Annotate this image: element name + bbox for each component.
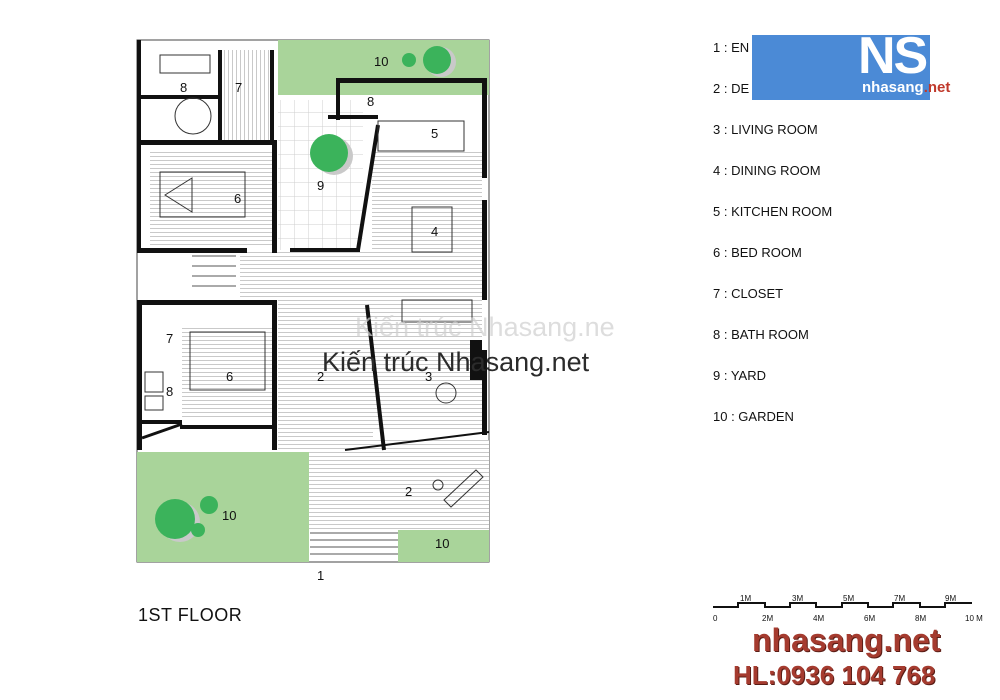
room-label-6-top: 6 [234, 191, 241, 206]
terrace-edge [344, 431, 490, 451]
tree-yard [310, 134, 348, 172]
hall-floor [278, 300, 373, 450]
room-label-3: 3 [425, 369, 432, 384]
yard-floor [278, 100, 363, 250]
brand-logo-box [752, 35, 930, 100]
scale-label-3m: 3M [792, 594, 804, 603]
room-label-6-bottom: 6 [226, 369, 233, 384]
tree-garden-2 [200, 496, 218, 514]
brand-logo-letters: NS [858, 27, 928, 85]
tree-garden-3 [191, 523, 205, 537]
scale-bar [713, 602, 972, 608]
legend-item-7: 7 : CLOSET [713, 286, 784, 301]
bedroom-6-bottom-floor [182, 328, 272, 420]
room-label-7-top: 7 [235, 80, 242, 95]
brand-phone-text: HL:0936 104 768 [733, 660, 936, 690]
room-label-10-left: 10 [222, 508, 236, 523]
room-label-2-hall: 2 [317, 369, 324, 384]
bath-angle [141, 422, 183, 440]
scale-label-9m: 9M [945, 594, 957, 603]
closet-7-top-floor [222, 50, 274, 145]
tree-top-1-canopy [423, 46, 451, 74]
scale-label-1m: 1M [740, 594, 752, 603]
terrace-floor [309, 440, 489, 530]
logo-site-tld: .net [923, 79, 951, 96]
legend-item-3: 3 : LIVING ROOM [713, 122, 818, 137]
legend-item-8: 8 : BATH ROOM [713, 327, 809, 342]
room-label-5: 5 [431, 126, 438, 141]
room-label-8-top: 8 [180, 80, 187, 95]
room-label-2-terrace: 2 [405, 484, 412, 499]
watermark-ghost: Kiến trúc Nhasang.ne [355, 312, 615, 342]
entry-label: 1 [317, 568, 325, 583]
legend-item-2: 2 : DE [713, 81, 750, 96]
scale-label-6m: 6M [864, 614, 876, 623]
walls [137, 40, 487, 450]
floor-title: 1ST FLOOR [138, 605, 243, 625]
room-label-10-right: 10 [435, 536, 449, 551]
scale-label-7m: 7M [894, 594, 906, 603]
legend-item-1: 1 : EN [713, 40, 750, 55]
angled-wall-2 [365, 304, 386, 451]
scale-label-8m: 8M [915, 614, 927, 623]
garden-bottom-right [398, 527, 489, 562]
tree-top-2 [402, 53, 416, 67]
logo-site-name: nhasang [862, 79, 924, 96]
legend-item-5: 5 : KITCHEN ROOM [713, 204, 833, 219]
legend-item-9: 9 : YARD [713, 368, 766, 383]
scale-label-4m: 4M [813, 614, 825, 623]
room-label-8-bottom: 8 [166, 384, 173, 399]
bedroom-6-top-floor [150, 150, 274, 245]
room-label-7-bottom: 7 [166, 331, 173, 346]
legend-item-6: 6 : BED ROOM [713, 245, 802, 260]
tree-garden [155, 499, 195, 539]
legend-item-4: 4 : DINING ROOM [713, 163, 821, 178]
entry-stairs [310, 532, 398, 555]
scale-label-10m: 10 M [965, 614, 983, 623]
furniture [144, 54, 484, 508]
watermark: Kiến trúc Nhasang.net [322, 347, 590, 377]
corridor-stairs [192, 255, 236, 287]
brand-site-text: nhasang.net [752, 622, 941, 658]
room-label-8-small: 8 [367, 94, 374, 109]
room-labels: 8 7 10 8 5 9 6 4 7 6 8 2 3 2 10 10 [166, 54, 449, 551]
room-label-4: 4 [431, 224, 438, 239]
legend-item-10: 10 : GARDEN [713, 409, 794, 424]
dining-floor [372, 150, 482, 250]
corridor-floor [240, 252, 485, 300]
brand-logo-site: nhasang.net [862, 80, 950, 95]
room-label-10-top: 10 [374, 54, 388, 69]
angled-wall-1 [356, 124, 380, 251]
scale-label-0: 0 [713, 614, 718, 623]
room-label-9: 9 [317, 178, 324, 193]
scale-label-5m: 5M [843, 594, 855, 603]
scale-label-2m: 2M [762, 614, 774, 623]
